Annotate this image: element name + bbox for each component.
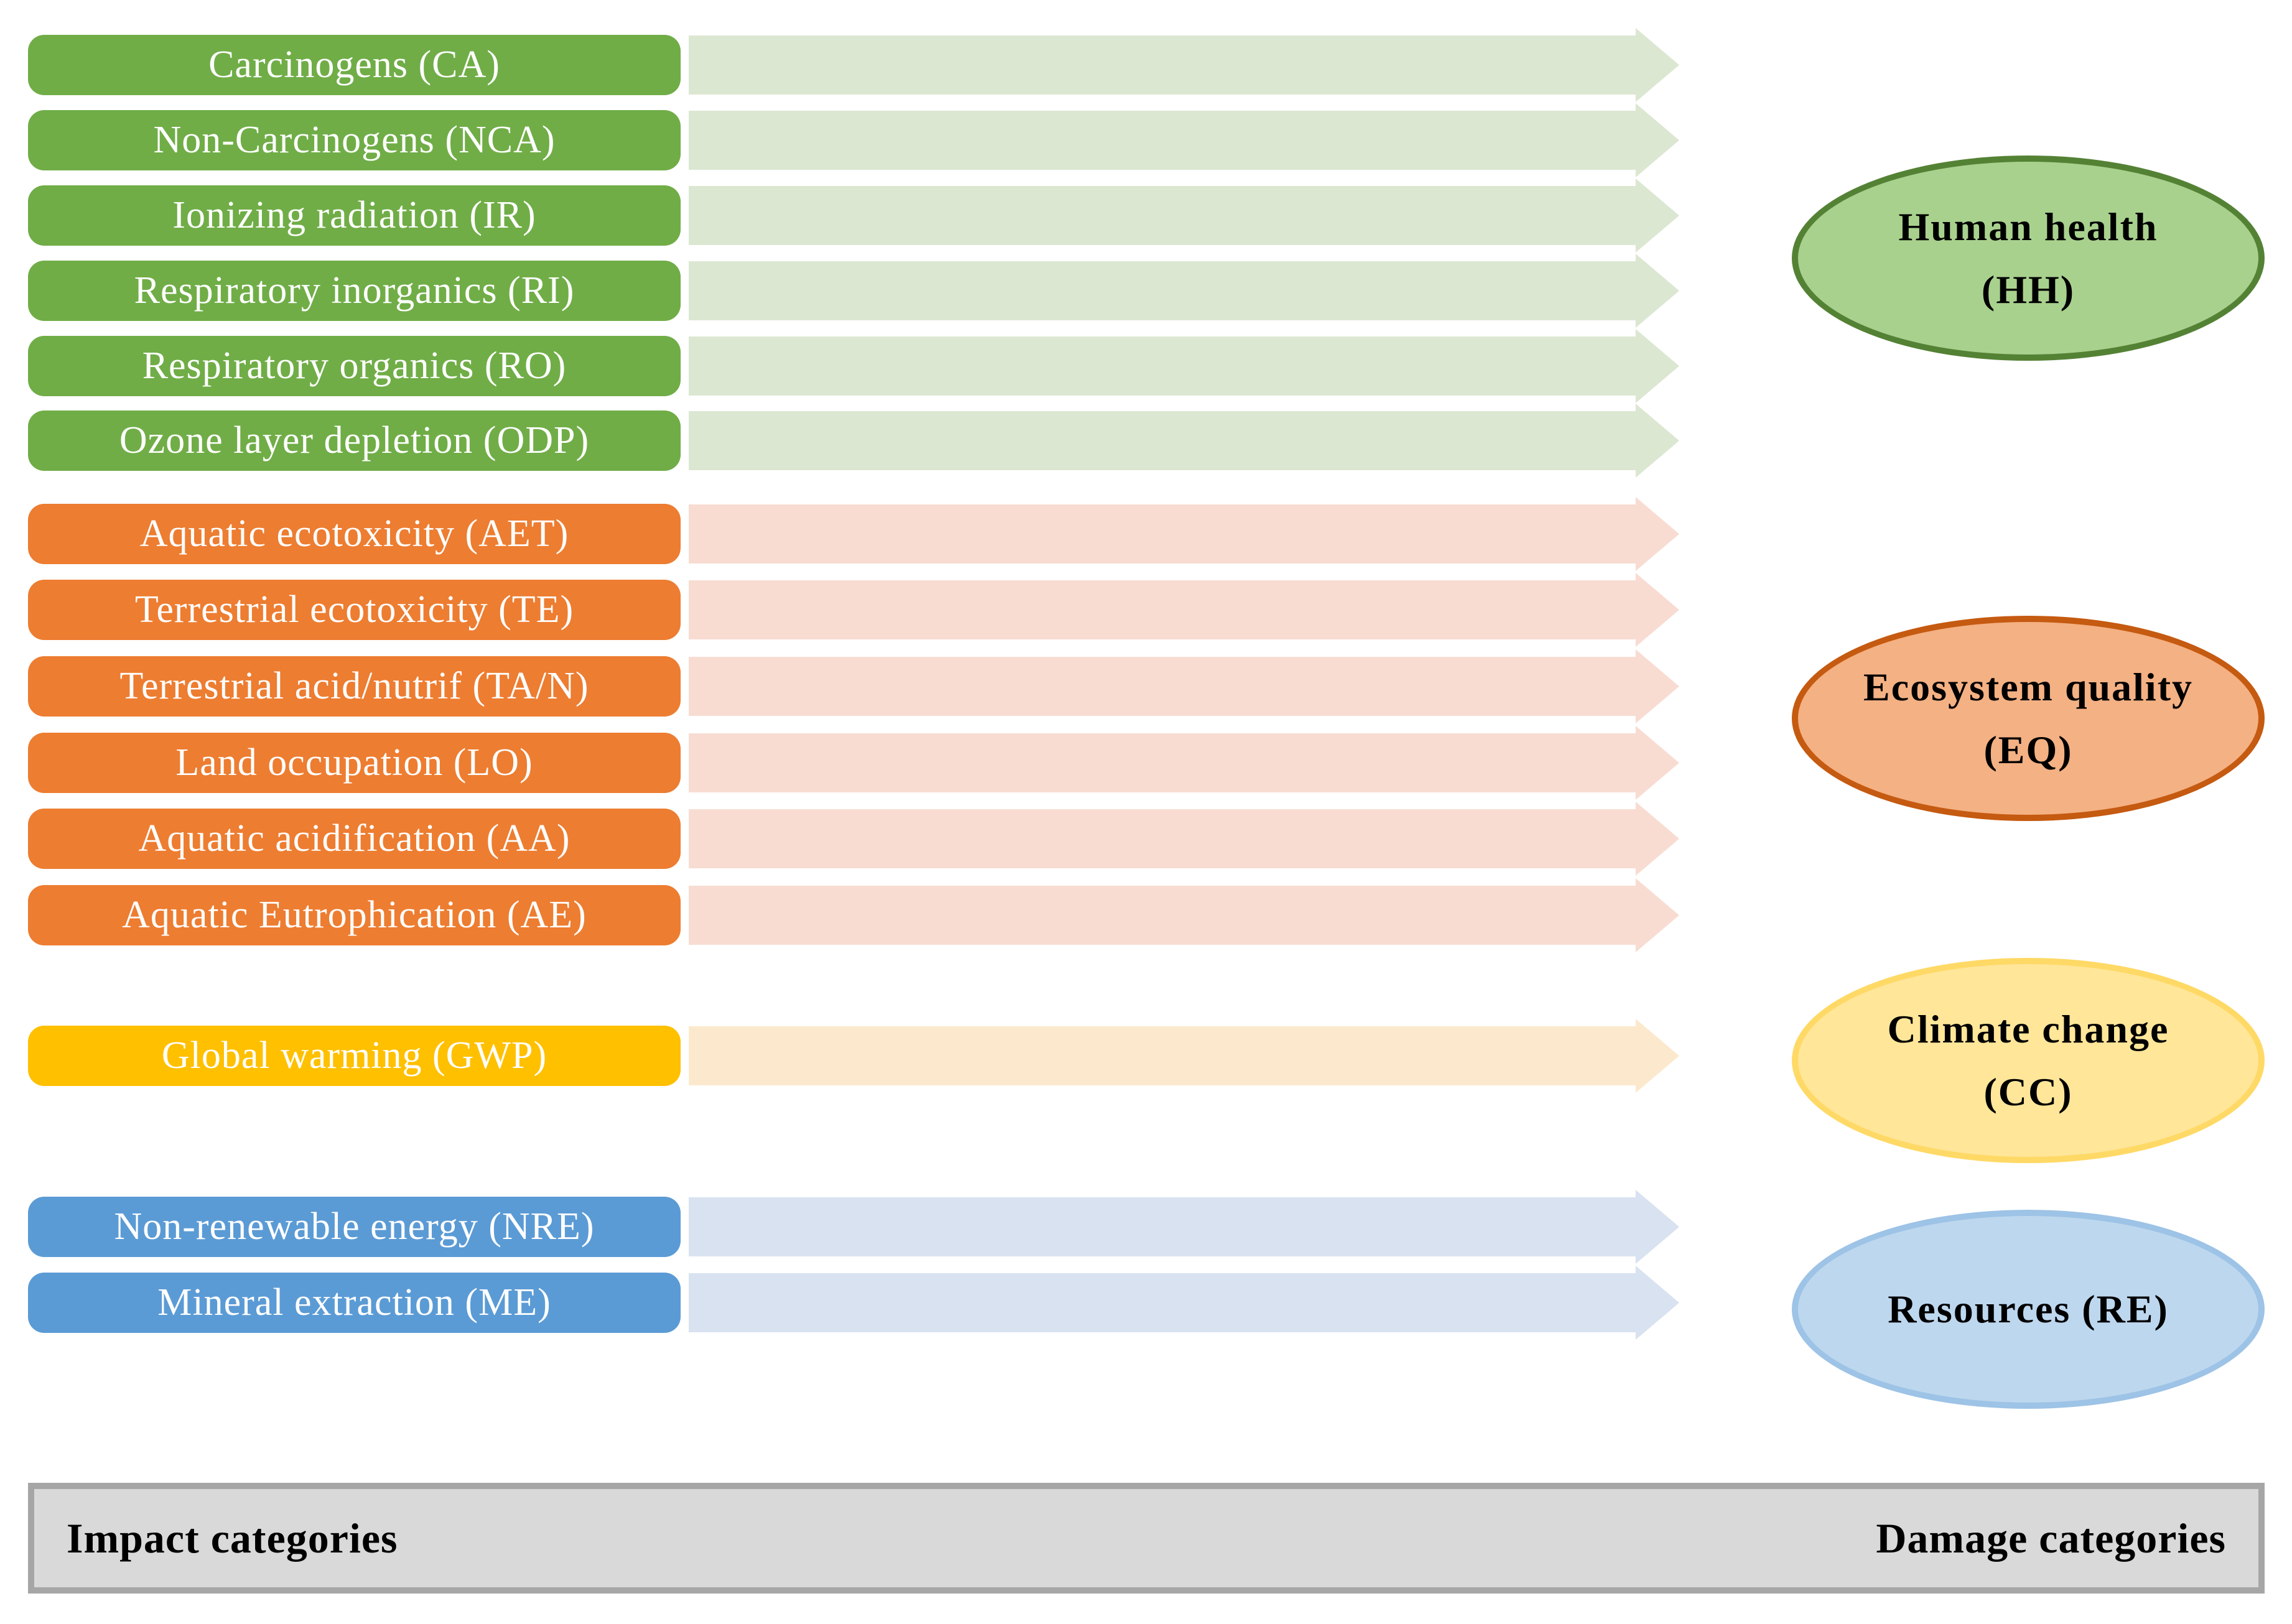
impact-category-label: Aquatic acidification (AA): [138, 817, 571, 860]
impact-category-label: Non-Carcinogens (NCA): [153, 119, 556, 161]
impact-category-label: Respiratory inorganics (RI): [134, 269, 575, 312]
impact-category-box: Non-Carcinogens (NCA): [28, 110, 681, 170]
flow-arrow: [689, 497, 1679, 571]
flow-arrow-body: [689, 1197, 1639, 1256]
impact-category-label: Global warming (GWP): [161, 1034, 547, 1077]
flow-arrow: [689, 878, 1679, 952]
impact-category-box: Non-renewable energy (NRE): [28, 1197, 681, 1257]
flow-arrow: [689, 649, 1679, 723]
damage-category-abbrev: (HH): [1981, 267, 2075, 312]
impact-category-label: Terrestrial ecotoxicity (TE): [134, 588, 574, 631]
flow-arrow-head-icon: [1636, 1019, 1679, 1093]
flow-arrow-head-icon: [1636, 103, 1679, 177]
flow-arrow-head-icon: [1636, 497, 1679, 571]
flow-arrow-head-icon: [1636, 649, 1679, 723]
flow-arrow-head-icon: [1636, 1190, 1679, 1264]
flow-arrow-head-icon: [1636, 404, 1679, 478]
damage-category-title: Resources (RE): [1888, 1287, 2169, 1332]
damage-category-title: Ecosystem quality: [1863, 664, 2193, 709]
flow-arrow-body: [689, 886, 1639, 945]
flow-arrow-head-icon: [1636, 573, 1679, 647]
flow-arrow: [689, 329, 1679, 403]
damage-ellipse-ecosystem-quality: Ecosystem quality (EQ): [1792, 616, 2265, 821]
flow-arrow-head-icon: [1636, 329, 1679, 403]
flow-arrow: [689, 254, 1679, 328]
impact-category-label: Aquatic ecotoxicity (AET): [139, 513, 569, 555]
impact-category-box: Aquatic ecotoxicity (AET): [28, 504, 681, 564]
flow-arrow-head-icon: [1636, 1266, 1679, 1340]
damage-category-title: Human health: [1898, 204, 2158, 249]
impact-categories-label: Impact categories: [67, 1514, 398, 1562]
impact-category-label: Carcinogens (CA): [208, 44, 500, 86]
flow-arrow: [689, 1190, 1679, 1264]
impact-category-box: Aquatic acidification (AA): [28, 809, 681, 869]
flow-arrow-body: [689, 261, 1639, 320]
impact-category-box: Terrestrial ecotoxicity (TE): [28, 580, 681, 640]
damage-category-abbrev: (CC): [1983, 1070, 2073, 1114]
impact-category-label: Non-renewable energy (NRE): [114, 1205, 595, 1248]
flow-arrow-body: [689, 111, 1639, 170]
damage-categories-label: Damage categories: [1876, 1514, 2226, 1562]
flow-arrow-head-icon: [1636, 878, 1679, 952]
impact-category-label: Terrestrial acid/nutrif (TA/N): [119, 665, 589, 707]
impact-category-box: Ionizing radiation (IR): [28, 185, 681, 246]
flow-arrow: [689, 404, 1679, 478]
damage-ellipse-climate-change: Climate change (CC): [1792, 958, 2265, 1163]
legend-bar: Impact categories Damage categories: [28, 1483, 2265, 1594]
damage-ellipse-resources: Resources (RE): [1792, 1210, 2265, 1409]
flow-arrow-body: [689, 733, 1639, 792]
damage-category-abbrev: (EQ): [1983, 728, 2073, 772]
flow-arrow: [689, 1266, 1679, 1340]
impact-category-box: Land occupation (LO): [28, 733, 681, 793]
impact-category-box: Respiratory inorganics (RI): [28, 261, 681, 321]
flow-arrow: [689, 573, 1679, 647]
impact-category-box: Mineral extraction (ME): [28, 1273, 681, 1333]
flow-arrow-body: [689, 336, 1639, 396]
flow-arrow-body: [689, 580, 1639, 639]
flow-arrow-body: [689, 1026, 1639, 1085]
flow-arrow: [689, 28, 1679, 102]
flow-arrow-head-icon: [1636, 28, 1679, 102]
flow-arrow-body: [689, 186, 1639, 245]
flow-arrow-body: [689, 809, 1639, 868]
damage-ellipse-human-health: Human health (HH): [1792, 155, 2265, 361]
flow-arrow-body: [689, 1273, 1639, 1332]
flow-arrow-head-icon: [1636, 726, 1679, 800]
impact-category-label: Ozone layer depletion (ODP): [119, 419, 590, 462]
flow-arrow-body: [689, 35, 1639, 95]
flow-arrow-body: [689, 411, 1639, 470]
flow-arrow: [689, 103, 1679, 177]
impact-category-label: Aquatic Eutrophication (AE): [122, 894, 587, 936]
impact-category-box: Ozone layer depletion (ODP): [28, 411, 681, 471]
damage-category-title: Climate change: [1887, 1006, 2169, 1051]
flow-arrow-head-icon: [1636, 802, 1679, 876]
impact-category-label: Ionizing radiation (IR): [172, 194, 536, 236]
impact-category-label: Land occupation (LO): [175, 741, 533, 784]
impact-category-label: Respiratory organics (RO): [142, 345, 567, 387]
flow-arrow-body: [689, 657, 1639, 716]
flow-arrow-head-icon: [1636, 254, 1679, 328]
flow-arrow-head-icon: [1636, 179, 1679, 253]
flow-arrow: [689, 1019, 1679, 1093]
impact-category-box: Aquatic Eutrophication (AE): [28, 885, 681, 945]
flow-arrow: [689, 802, 1679, 876]
impact-category-box: Carcinogens (CA): [28, 35, 681, 95]
flow-arrow: [689, 726, 1679, 800]
impact-category-label: Mineral extraction (ME): [157, 1281, 551, 1324]
flow-arrow: [689, 179, 1679, 253]
flow-arrow-body: [689, 504, 1639, 564]
impact-category-box: Global warming (GWP): [28, 1026, 681, 1086]
impact-category-box: Respiratory organics (RO): [28, 336, 681, 396]
impact-category-box: Terrestrial acid/nutrif (TA/N): [28, 656, 681, 717]
